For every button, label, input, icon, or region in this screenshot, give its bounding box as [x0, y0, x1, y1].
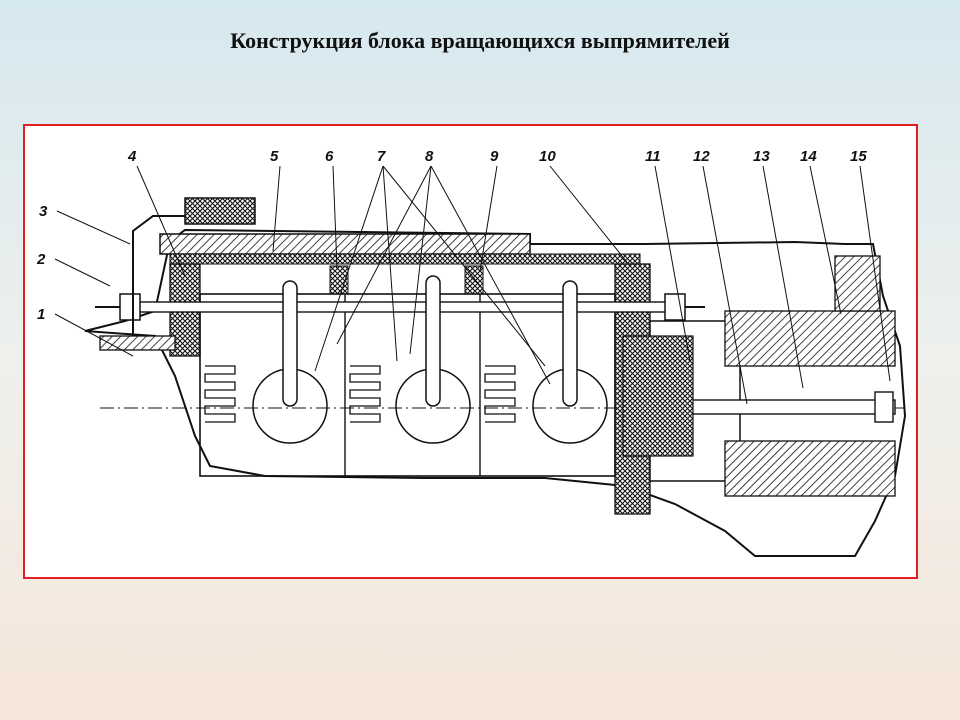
stud-nut	[874, 391, 894, 423]
leader-lines	[54, 165, 891, 405]
section-frame	[199, 293, 616, 477]
callout-1: 1	[37, 306, 45, 323]
shaft-flange	[99, 335, 176, 351]
diode-1	[252, 280, 328, 444]
rectifier-block-drawing: 1 2 3 4 5 6 7 8 9 10 11 12 13 14 15	[36, 148, 907, 557]
callout-15: 15	[850, 148, 867, 165]
shaft-sleeve-top	[724, 310, 896, 367]
callout-5: 5	[270, 148, 279, 165]
terminal-bracket	[132, 215, 185, 336]
callout-8: 8	[425, 148, 434, 165]
callout-labels: 1 2 3 4 5 6 7 8 9 10 11 12 13 14 15	[36, 148, 867, 323]
insulating-bush	[622, 335, 694, 457]
callout-3: 3	[39, 203, 48, 220]
top-cover	[159, 233, 531, 255]
terminal-lead	[184, 197, 256, 225]
callout-7: 7	[377, 148, 386, 165]
callout-13: 13	[753, 148, 770, 165]
callout-14: 14	[800, 148, 817, 165]
shaft-collar	[834, 255, 881, 312]
diode-3	[532, 280, 608, 444]
shaft-sleeve-bottom	[724, 440, 896, 497]
callout-9: 9	[490, 148, 499, 165]
slide-title: Конструкция блока вращающихся выпрямител…	[230, 28, 730, 53]
callout-12: 12	[693, 148, 710, 165]
callout-6: 6	[325, 148, 334, 165]
cooling-fins	[204, 365, 516, 423]
tie-rod	[134, 301, 671, 313]
callout-11: 11	[645, 148, 661, 165]
diagram-frame: 1 2 3 4 5 6 7 8 9 10 11 12 13 14 15	[23, 124, 918, 579]
cover-insulation	[169, 253, 641, 265]
stud	[674, 399, 896, 415]
housing-outline	[84, 228, 907, 557]
diode-2	[395, 275, 471, 444]
tie-rod-nut-left	[119, 293, 141, 321]
callout-2: 2	[36, 251, 46, 268]
callout-4: 4	[127, 148, 137, 165]
callout-10: 10	[539, 148, 556, 165]
